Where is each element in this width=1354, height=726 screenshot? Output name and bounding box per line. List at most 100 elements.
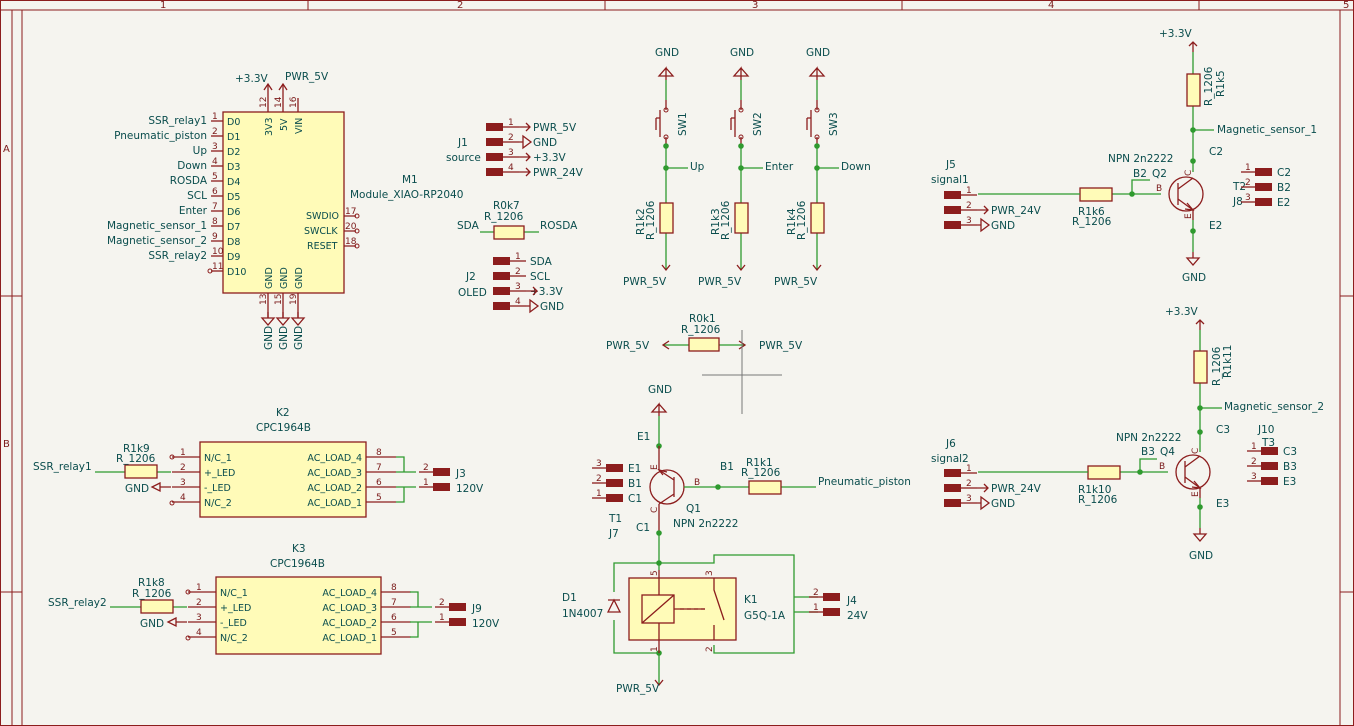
sensor1-net: Magnetic_sensor_1 (1217, 124, 1317, 136)
sensor1-base-res-value: R_1206 (1072, 216, 1112, 228)
sensor2-q-ref: Q4 (1160, 446, 1175, 458)
r0k1-value: R_1206 (681, 324, 721, 336)
junction-dot (663, 165, 669, 171)
xiao-pin-name: D8 (227, 237, 240, 248)
pin-num: 3 (966, 216, 972, 226)
pin-net: E1 (628, 463, 641, 475)
piston-base-res-ref: R1k1 (746, 457, 773, 469)
power-arrow (977, 205, 989, 215)
junction-dot (738, 165, 744, 171)
piston-circuit[interactable]: GND E1 E C B B1 R1k1 R_1206 Pneumatic_pi… (562, 384, 911, 695)
switch-contact (663, 134, 669, 140)
pulldown-resistor (659, 202, 674, 234)
piston-q-ref: Q1 (686, 503, 701, 515)
switch-contact (738, 107, 744, 113)
piston-e-label: E1 (637, 431, 650, 443)
junction-dot (663, 143, 669, 149)
pulldown-resistor (734, 202, 749, 234)
gnd-symbol (732, 66, 750, 80)
pin-name: N/C_2 (220, 633, 248, 644)
sensor2-c-pin: C (1191, 448, 1201, 454)
piston-relay-pin: 2 (705, 646, 715, 652)
switch-net: Enter (765, 161, 794, 173)
sensor1-tp-value: J8 (1232, 196, 1243, 208)
connector-pad (1255, 183, 1272, 191)
piston-relay-pin: 5 (650, 570, 660, 576)
connector-pad (449, 603, 466, 611)
pin-net: PWR_24V (991, 483, 1042, 495)
switch-wire (816, 80, 839, 270)
xiao-pin-name: 5V (279, 118, 290, 131)
r0k7-resistor[interactable]: R0k7 R_1206 SDA ROSDA (457, 200, 578, 240)
xiao-module[interactable]: M1 Module_XIAO-RP2040 +3.3V PWR_5V 12 14… (107, 71, 463, 350)
gnd-symbol (519, 134, 533, 150)
connector-pad (486, 153, 503, 161)
pin-num: 3 (1251, 472, 1257, 482)
piston-gnd: GND (648, 384, 672, 396)
xiao-gnd-net: GND (278, 326, 290, 350)
piston-diode-value: 1N4007 (562, 608, 603, 620)
ssr1-conn-value: 120V (456, 483, 484, 495)
row-label-a: A (3, 144, 10, 155)
sensor1-gnd: GND (1182, 272, 1206, 284)
xiao-pin-num: 10 (212, 247, 224, 257)
piston-b-label: B1 (720, 461, 734, 473)
ssr1-ref: K2 (276, 407, 290, 419)
sensor1-circuit[interactable]: +3.3V R_1206 R1k5 Magnetic_sensor_1 C2 N… (931, 28, 1317, 284)
pin-name: AC_LOAD_4 (322, 588, 377, 599)
pin-num: 8 (391, 583, 397, 593)
pin-num: 2 (439, 598, 445, 608)
sensor2-circuit[interactable]: +3.3V R_1206 R1k11 Magnetic_sensor_2 C3 … (931, 306, 1324, 562)
connector-pad (944, 469, 961, 477)
pin-name: -_LED (220, 618, 247, 629)
pin-num: 6 (391, 613, 397, 623)
ssr2-res-value: R_1206 (132, 588, 172, 600)
pin-name: AC_LOAD_1 (307, 498, 362, 509)
piston-tp-ref: T1 (608, 513, 622, 525)
sensor1-pullup-value: R_1206 (1203, 66, 1215, 106)
pin-num: 3 (1245, 193, 1251, 203)
xiao-pin-net: SCL (187, 190, 207, 202)
xiao-pin-net: Magnetic_sensor_2 (107, 235, 207, 247)
sensor1-e-pin: E (1184, 213, 1194, 219)
ssr1-res-ref: R1k9 (123, 443, 150, 455)
pulldown-resistor (810, 202, 825, 234)
connector-pad (1261, 462, 1278, 470)
piston-c-pin: C (650, 507, 660, 513)
sensor2-pullup-value: R_1206 (1211, 346, 1223, 386)
sensor2-c-label: C3 (1216, 424, 1230, 436)
pin-num: 3 (515, 282, 521, 292)
pin-num: 5 (376, 493, 382, 503)
xiao-pin-num: 13 (259, 294, 269, 305)
switch-contact (814, 107, 820, 113)
connector-pad (944, 484, 961, 492)
connector-pad (486, 168, 503, 176)
pin-num: 1 (966, 464, 972, 474)
j2-value: OLED (458, 287, 487, 299)
connector-pad (1255, 198, 1272, 206)
pin-num: 5 (391, 628, 397, 638)
xiao-pin-name: VIN (294, 118, 305, 134)
pin-name: AC_LOAD_2 (307, 483, 362, 494)
pin-num: 1 (1245, 163, 1251, 173)
piston-relay-ref: K1 (744, 594, 758, 606)
connector-pad (944, 191, 961, 199)
r0k1-resistor[interactable]: R0k1 R_1206 PWR_5V PWR_5V (606, 313, 803, 352)
sensor2-b-pin: B (1159, 462, 1165, 472)
pin-num: 1 (423, 478, 429, 488)
xiao-gnd-net: GND (263, 326, 275, 350)
switch-contact (663, 107, 669, 113)
pin-num: 1 (966, 186, 972, 196)
gnd-symbol (526, 298, 540, 314)
r0k1-ref: R0k1 (689, 313, 716, 325)
sensor1-q-value: NPN 2n2222 (1108, 153, 1173, 165)
pin-net: GND (991, 220, 1015, 232)
ssr1-res-value: R_1206 (116, 453, 156, 465)
j2-ref: J2 (465, 271, 476, 283)
pin-net: C2 (1277, 167, 1291, 179)
sensor1-vcc: +3.3V (1159, 28, 1192, 40)
